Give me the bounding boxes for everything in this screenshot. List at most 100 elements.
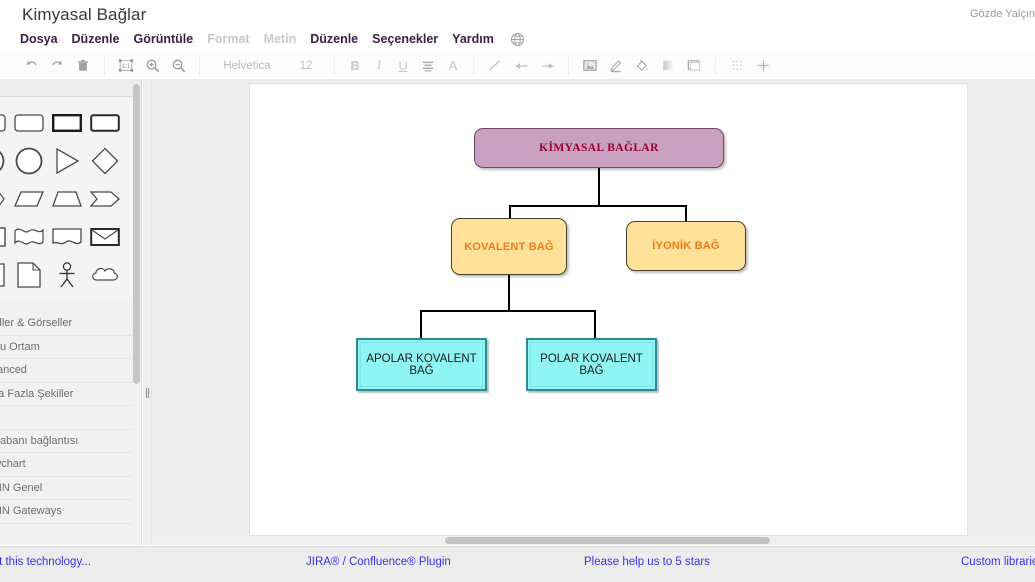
menu-dosya[interactable]: Dosya: [20, 32, 58, 46]
align-icon[interactable]: [415, 55, 441, 77]
menu-goruntule[interactable]: Görüntüle: [133, 32, 194, 46]
sidebar-item-bpmn-genel[interactable]: BPMN Genel: [0, 476, 136, 500]
underline-button[interactable]: U: [398, 58, 408, 73]
menu-duzenle-2[interactable]: Düzenle: [310, 32, 359, 46]
rect-thin-shape[interactable]: [86, 104, 124, 142]
page-title: Kimyasal Bağlar: [22, 5, 147, 24]
canvas-hscrollbar-thumb[interactable]: [445, 537, 770, 544]
text-color-button[interactable]: A: [448, 58, 458, 73]
sidebar-item-spacer: [0, 406, 136, 430]
diagram-node-polar[interactable]: POLAR KOVALENT BAĞ: [526, 338, 657, 391]
header-bar: Kimyasal Bağlar Gözde Yalçın Dosya Düzen…: [0, 0, 1035, 52]
toolbar-group-zoom: 1:1: [107, 53, 197, 79]
one-to-one-icon[interactable]: 1:1: [113, 55, 139, 77]
footer-link-rate-stars[interactable]: Please help us to 5 stars: [584, 556, 710, 568]
toolbar-group-style: [571, 53, 713, 79]
shape-row: [0, 142, 136, 180]
shape-row: [0, 256, 136, 294]
canvas-area[interactable]: KİMYASAL BAĞLAR KOVALENT BAĞ İYONİK BAĞ APO…: [152, 80, 1035, 545]
sidebar-item-daha-fazla-sekiller[interactable]: Daha Fazla Şekiller: [0, 382, 136, 406]
diagram-connector[interactable]: [685, 205, 687, 222]
trapezoid-shape[interactable]: [48, 180, 86, 218]
chevron-partial-shape[interactable]: [0, 180, 10, 218]
diagram-node-label: KİMYASAL BAĞLAR: [539, 142, 659, 154]
cloud-shape[interactable]: [86, 256, 124, 294]
sidebar-library-list: Şekiller & Görseller Çoklu Ortam Advance…: [0, 312, 136, 524]
rounded-rect-shape[interactable]: [0, 104, 10, 142]
wave-shape[interactable]: [10, 218, 48, 256]
envelope-shape[interactable]: [86, 218, 124, 256]
diagram-connector[interactable]: [509, 205, 687, 207]
circle-shape[interactable]: [10, 142, 48, 180]
sidebar-item-coklu-ortam[interactable]: Çoklu Ortam: [0, 335, 136, 359]
undo-icon[interactable]: [18, 55, 44, 77]
diagram-canvas[interactable]: KİMYASAL BAĞLAR KOVALENT BAĞ İYONİK BAĞ APO…: [250, 84, 967, 535]
font-size-select[interactable]: 12: [299, 59, 313, 72]
sidebar-item-veritabani-baglantisi[interactable]: Veritabanı bağlantısı: [0, 429, 136, 453]
diagram-node-label: APOLAR KOVALENT BAĞ: [366, 352, 477, 377]
diagram-connector[interactable]: [508, 275, 510, 310]
user-name-label: Gözde Yalçın: [969, 8, 1035, 20]
document-wave-shape[interactable]: [48, 218, 86, 256]
globe-icon[interactable]: [510, 32, 525, 47]
line-icon[interactable]: [482, 55, 508, 77]
arrow-left-icon[interactable]: [508, 55, 534, 77]
diagram-node-ionic[interactable]: İYONİK BAĞ: [626, 221, 746, 271]
splitter-grip-icon[interactable]: [145, 388, 150, 398]
diagram-connector[interactable]: [420, 310, 596, 312]
grid-dots-icon[interactable]: [724, 55, 750, 77]
sidebar-splitter[interactable]: [143, 80, 152, 545]
diagram-connector[interactable]: [509, 205, 511, 219]
sidebar-item-flowchart[interactable]: Flowchart: [0, 453, 136, 477]
pen-icon[interactable]: [603, 55, 629, 77]
diagram-node-label: POLAR KOVALENT BAĞ: [540, 352, 643, 377]
arrow-right-icon[interactable]: [534, 55, 560, 77]
square-partial-shape[interactable]: [0, 218, 10, 256]
rounded-rect-shape[interactable]: [10, 104, 48, 142]
font-family-select[interactable]: Helvetica: [223, 59, 271, 72]
canvas-hscrollbar[interactable]: [152, 536, 1035, 545]
diagram-connector[interactable]: [598, 168, 600, 205]
crosshair-icon[interactable]: [750, 55, 776, 77]
footer-link-jira-plugin[interactable]: JIRA® / Confluence® Plugin: [306, 556, 451, 568]
image-icon[interactable]: [577, 55, 603, 77]
shape-palette: [0, 98, 136, 298]
sidebar-item-advanced[interactable]: Advanced: [0, 359, 136, 383]
menu-secenekler[interactable]: Seçenekler: [372, 32, 439, 46]
shadow-icon[interactable]: [655, 55, 681, 77]
page-shape[interactable]: [10, 256, 48, 294]
triangle-shape[interactable]: [48, 142, 86, 180]
shape-row: [0, 104, 136, 142]
rect-bold-shape[interactable]: [48, 104, 86, 142]
parallelogram-shape[interactable]: [10, 180, 48, 218]
footer-link-custom-libraries[interactable]: Custom libraries: [961, 556, 1035, 568]
actor-shape[interactable]: [48, 256, 86, 294]
sidebar-item-bpmn-gateways[interactable]: BPMN Gateways: [0, 500, 136, 524]
frame-icon[interactable]: [681, 55, 707, 77]
chevron-shape[interactable]: [86, 180, 124, 218]
redo-icon[interactable]: [44, 55, 70, 77]
diagram-node-root[interactable]: KİMYASAL BAĞLAR: [474, 128, 724, 168]
sidebar-scrollbar-thumb[interactable]: [133, 84, 140, 384]
sidebar-item-sekiller-gorseller[interactable]: Şekiller & Görseller: [0, 312, 136, 336]
italic-button[interactable]: I: [376, 58, 382, 72]
diagram-node-apolar[interactable]: APOLAR KOVALENT BAĞ: [356, 338, 487, 391]
fill-bucket-icon[interactable]: [629, 55, 655, 77]
note-partial-shape[interactable]: [0, 256, 10, 294]
diagram-page[interactable]: KİMYASAL BAĞLAR KOVALENT BAĞ İYONİK BAĞ APO…: [250, 84, 967, 535]
zoom-out-icon[interactable]: [165, 55, 191, 77]
footer-link-support[interactable]: Support this technology...: [0, 556, 91, 568]
menu-yardim[interactable]: Yardım: [452, 32, 494, 46]
menu-duzenle[interactable]: Düzenle: [71, 32, 120, 46]
diamond-shape[interactable]: [86, 142, 124, 180]
diagram-connector[interactable]: [594, 310, 596, 339]
bold-button[interactable]: B: [350, 58, 360, 73]
trash-icon[interactable]: [70, 55, 96, 77]
diagram-node-cov[interactable]: KOVALENT BAĞ: [451, 218, 567, 275]
sidebar-scrollbar[interactable]: [133, 84, 140, 539]
shape-sidebar: ri: [0, 80, 142, 545]
zoom-in-icon[interactable]: [139, 55, 165, 77]
diagram-connector[interactable]: [420, 310, 422, 339]
circle-partial-shape[interactable]: [0, 142, 10, 180]
